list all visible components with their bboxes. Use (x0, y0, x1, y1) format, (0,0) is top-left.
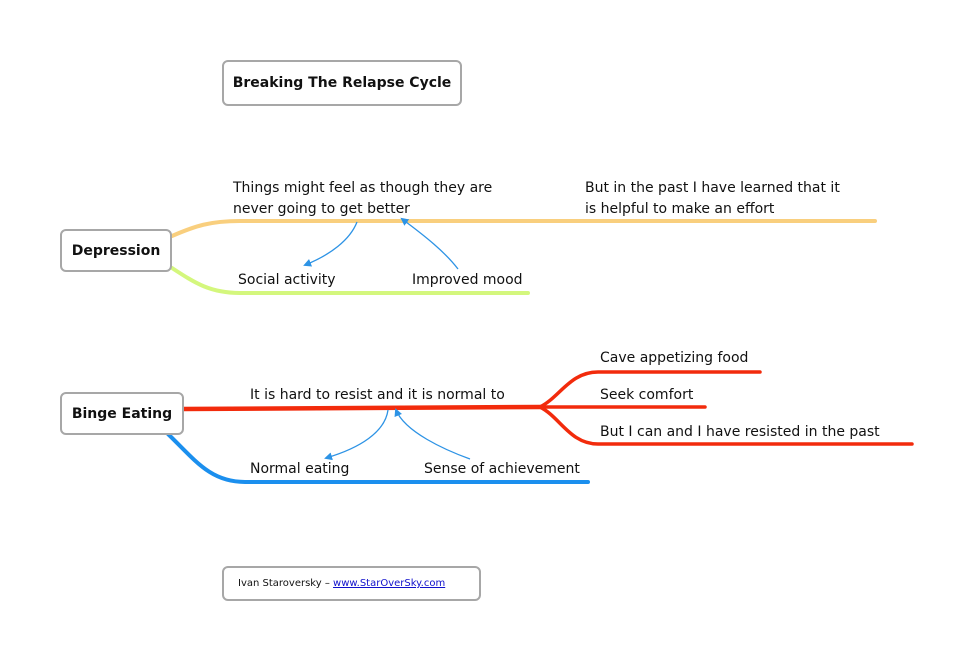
binge-branch-resisted-label: But I can and I have resisted in the pas… (600, 424, 880, 440)
arrow-to-social-activity (303, 221, 358, 267)
binge-main-branch (179, 404, 543, 412)
social-activity-label: Social activity (238, 272, 336, 288)
binge-thought-label: It is hard to resist and it is normal to (250, 387, 505, 403)
depression-main-branch (170, 219, 877, 238)
title-box: Breaking The Relapse Cycle (222, 60, 462, 106)
arrow-from-improved-mood (400, 217, 459, 270)
page-title: Breaking The Relapse Cycle (232, 75, 452, 91)
credit-link[interactable]: www.StarOverSky.com (333, 578, 446, 589)
normal-eating-label: Normal eating (250, 461, 350, 477)
depression-response-line-2: is helpful to make an effort (585, 201, 775, 217)
binge-eating-node[interactable]: Binge Eating (60, 392, 184, 435)
credit-author: Ivan Staroversky – (238, 578, 330, 589)
binge-branch-resisted (538, 405, 914, 446)
depression-node[interactable]: Depression (60, 229, 172, 272)
binge-sub-branch (166, 432, 590, 484)
sense-of-achievement-label: Sense of achievement (424, 461, 580, 477)
binge-branch-cave (538, 370, 762, 409)
arrow-to-normal-eating (324, 409, 389, 461)
credit-box: Ivan Staroversky – www.StarOverSky.com (222, 566, 481, 601)
depression-response-line-1: But in the past I have learned that it (585, 180, 840, 196)
depression-label: Depression (71, 242, 161, 259)
binge-eating-label: Binge Eating (71, 405, 173, 422)
binge-branch-cave-label: Cave appetizing food (600, 350, 749, 366)
improved-mood-label: Improved mood (412, 272, 523, 288)
depression-thought-line-2: never going to get better (233, 201, 410, 217)
arrow-from-sense-of-achievement (394, 408, 471, 460)
depression-thought-line-1: Things might feel as though they are (233, 180, 493, 196)
binge-branch-comfort-label: Seek comfort (600, 387, 694, 403)
depression-sub-branch (170, 266, 530, 295)
